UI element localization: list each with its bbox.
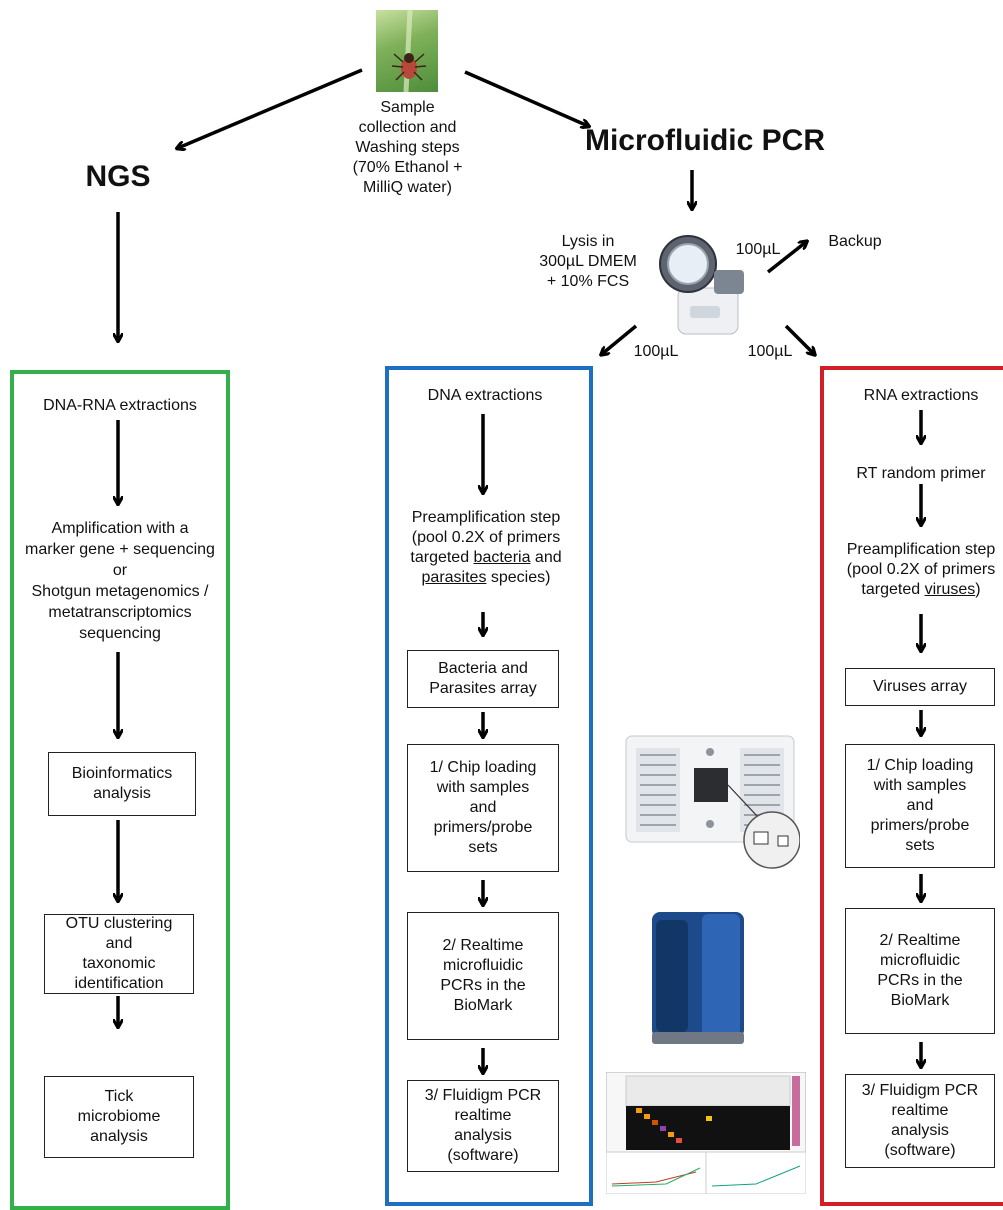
backup-label: Backup <box>828 233 882 250</box>
tick-photo <box>376 9 438 93</box>
dna-target-bacteria: bacteria <box>473 549 531 566</box>
dna-target-parasites: parasites <box>421 569 487 586</box>
backup-volume: 100µL <box>735 241 781 258</box>
dna-pre-line3: targeted bacteria and <box>388 548 584 568</box>
ngs-step-amplification: Amplification with a marker gene + seque… <box>25 520 215 642</box>
ngs-otu-box: OTU clustering and taxonomic identificat… <box>44 914 194 994</box>
biomark-instrument-image <box>644 906 752 1050</box>
sample-collection-text: Sample collection and Washing steps (70%… <box>352 99 463 196</box>
arrow-to-mpcr <box>464 70 588 126</box>
arrow-to-rna <box>784 324 814 354</box>
ngs-bioinformatics-box: Bioinformatics analysis <box>48 752 196 816</box>
dna-pre-line4-b: species) <box>486 569 551 586</box>
rna-analysis-box: 3/ Fluidigm PCR realtime analysis (softw… <box>845 1074 995 1168</box>
rna-pre-line3-a: targeted <box>861 581 925 598</box>
lysis-text: Lysis in 300µL DMEM + 10% FCS <box>539 233 637 290</box>
rna-step-preamplification: Preamplification step (pool 0.2X of prim… <box>824 540 1003 600</box>
rna-chip-loading-box: 1/ Chip loading with samples and primers… <box>845 744 995 868</box>
rna-target-viruses: viruses <box>924 581 976 598</box>
rna-array-box: Viruses array <box>845 668 995 706</box>
rna-pre-line3-b: ) <box>975 581 981 598</box>
lysis-device-image <box>652 230 760 338</box>
rna-step-extractions: RNA extractions <box>863 387 979 404</box>
dna-pre-line3-a: targeted <box>410 549 474 566</box>
rna-pre-line2: (pool 0.2X of primers <box>846 561 996 578</box>
homogenizer-icon <box>659 235 744 335</box>
software-screenshot-image <box>605 1071 807 1195</box>
chip-icon <box>625 735 801 869</box>
tick-icon <box>391 9 427 93</box>
rna-step-rt: RT random primer <box>856 465 986 482</box>
dna-pre-line3-b: and <box>530 549 562 566</box>
dna-step-extractions: DNA extractions <box>427 387 543 404</box>
dna-volume: 100µL <box>633 343 679 360</box>
rna-pre-line3: targeted viruses) <box>824 580 1003 600</box>
dna-pre-line2: (pool 0.2X of primers <box>411 529 561 546</box>
dna-chip-loading-box: 1/ Chip loading with samples and primers… <box>407 744 559 872</box>
arrow-to-dna <box>602 324 638 354</box>
ngs-tick-microbiome-box: Tick microbiome analysis <box>44 1076 194 1158</box>
dna-analysis-box: 3/ Fluidigm PCR realtime analysis (softw… <box>407 1080 559 1172</box>
rna-volume: 100µL <box>747 343 793 360</box>
microfluidic-pcr-title: Microfluidic PCR <box>584 124 825 157</box>
dna-step-preamplification: Preamplification step (pool 0.2X of prim… <box>388 508 584 588</box>
dna-pre-line4: parasites species) <box>388 568 584 588</box>
dna-pre-line1: Preamplification step <box>411 509 561 526</box>
biomark-icon <box>652 912 744 1044</box>
heatmap-software-icon <box>605 1071 807 1195</box>
dna-array-box: Bacteria and Parasites array <box>407 650 559 708</box>
ngs-step-extractions: DNA-RNA extractions <box>43 397 197 414</box>
fluidigm-chip-image <box>622 728 801 872</box>
arrow-to-ngs <box>178 68 363 148</box>
rna-realtime-box: 2/ Realtime microfluidic PCRs in the Bio… <box>845 908 995 1034</box>
dna-realtime-box: 2/ Realtime microfluidic PCRs in the Bio… <box>407 912 559 1040</box>
arrow-backup <box>766 242 806 274</box>
ngs-title: NGS <box>85 160 151 193</box>
rna-pre-line1: Preamplification step <box>846 541 996 558</box>
